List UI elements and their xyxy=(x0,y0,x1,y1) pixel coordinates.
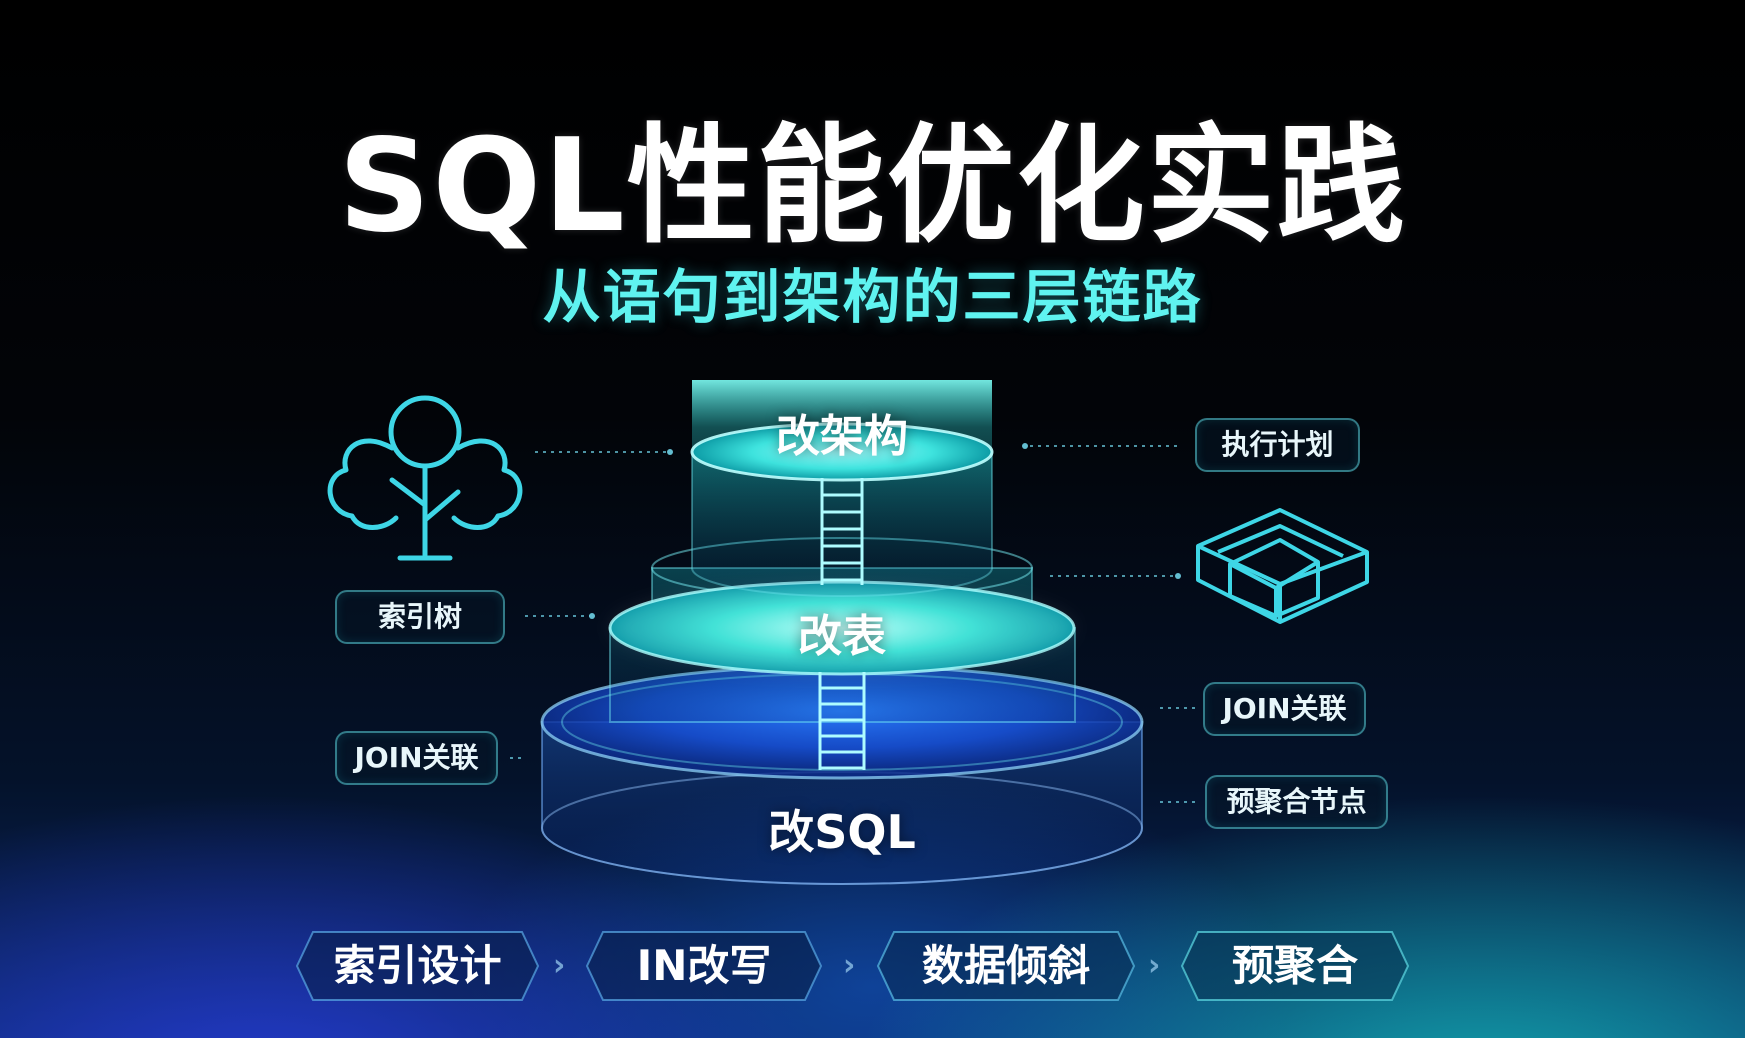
chip-frame xyxy=(585,931,823,1001)
layer-top-cylinder xyxy=(690,380,994,597)
chip-frame xyxy=(1180,931,1410,1001)
layer-bottom-label: 改SQL xyxy=(768,805,916,859)
tag-join-right: JOIN关联 xyxy=(1203,682,1366,736)
page-title: SQL性能优化实践 xyxy=(338,112,1407,261)
step-chip-pre-aggregation: 预聚合 xyxy=(1180,930,1410,1002)
step-label: IN改写 xyxy=(636,941,772,990)
tag-index-tree: 索引树 xyxy=(335,590,505,644)
step-arrow: › xyxy=(1148,948,1161,983)
step-chip-in-rewrite: IN改写 xyxy=(585,930,823,1002)
chip-frame xyxy=(295,931,540,1001)
tree-icon xyxy=(327,395,523,561)
layer-top-label: 改架构 xyxy=(776,411,908,462)
page-subtitle: 从语句到架构的三层链路 xyxy=(542,263,1203,331)
ladder-top xyxy=(820,478,864,585)
step-label: 索引设计 xyxy=(333,941,502,990)
connector-lines xyxy=(510,443,1197,803)
layer-middle-label: 改表 xyxy=(798,611,886,662)
step-arrow: › xyxy=(843,948,856,983)
step-arrow: › xyxy=(553,948,566,983)
chip-frame xyxy=(876,931,1136,1001)
layer-middle-cylinder xyxy=(608,537,1076,723)
tag-join-left: JOIN关联 xyxy=(335,731,498,785)
step-label: 预聚合 xyxy=(1231,941,1358,990)
step-chip-index-design: 索引设计 xyxy=(295,930,540,1002)
tag-pre-agg-node: 预聚合节点 xyxy=(1205,775,1388,829)
ladder-bottom xyxy=(818,672,866,770)
step-label: 数据倾斜 xyxy=(921,941,1090,990)
tag-execution-plan: 执行计划 xyxy=(1195,418,1360,472)
step-chip-data-skew: 数据倾斜 xyxy=(876,930,1136,1002)
layered-cube-icon xyxy=(1196,508,1369,624)
